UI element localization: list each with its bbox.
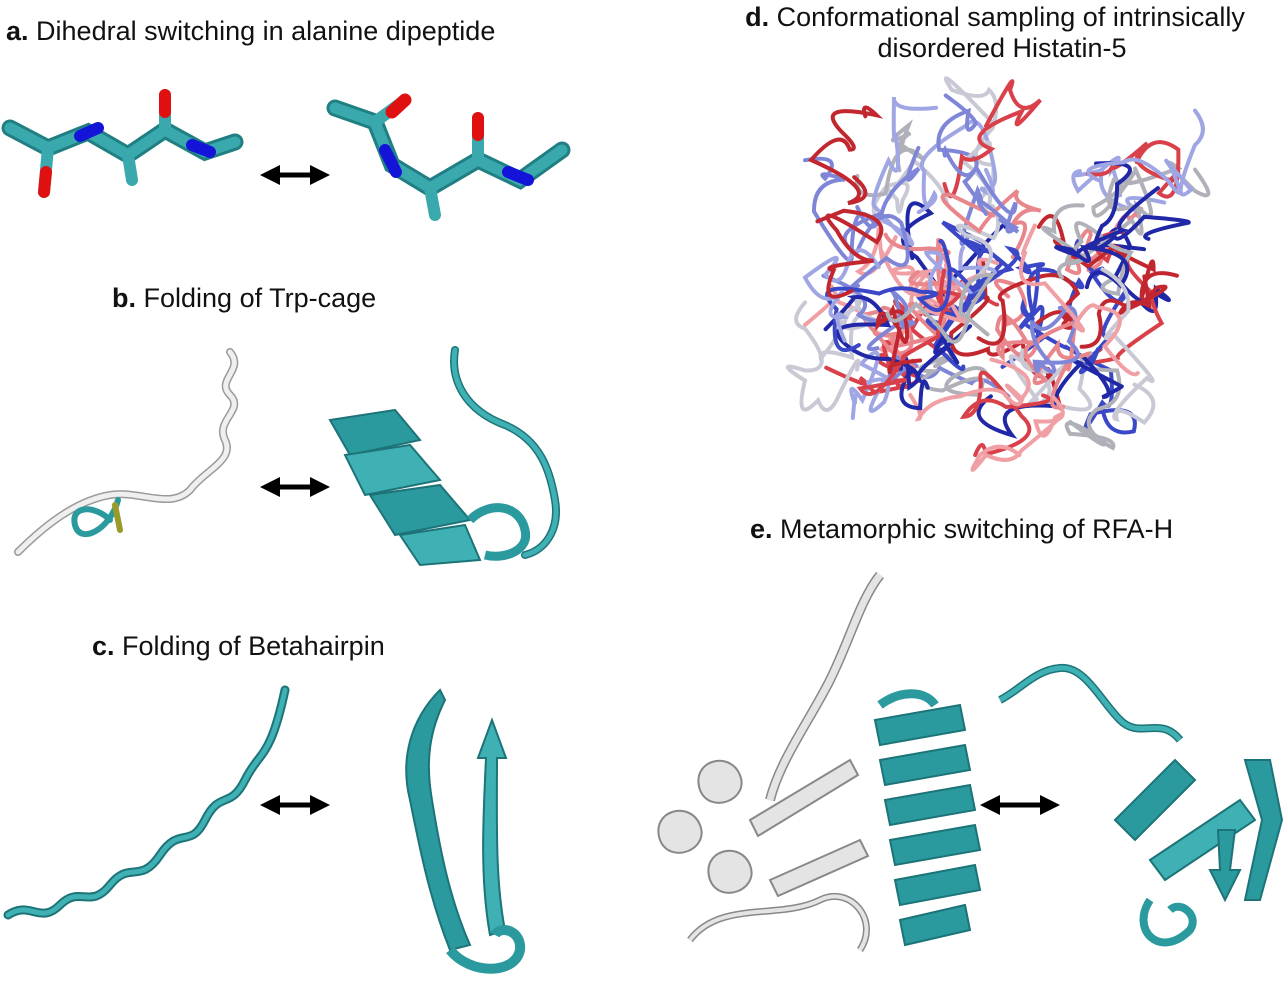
panel-a-text: Dihedral switching in alanine dipeptide (36, 16, 496, 46)
panel-b-letter: b. (112, 283, 136, 313)
ensemble-chain (942, 79, 1042, 199)
rfah-all-beta-state (998, 664, 1284, 947)
histatin-ensemble (785, 76, 1211, 472)
ensemble-chain (856, 268, 964, 396)
alanine-dipeptide-right (326, 93, 571, 221)
panel-e-letter: e. (750, 514, 773, 544)
panel-c-letter: c. (92, 631, 115, 661)
alanine-dipeptide-left (1, 89, 244, 198)
rfah-all-alpha-state (657, 571, 982, 952)
ensemble-chain (854, 119, 926, 198)
panel-a-title: a. Dihedral switching in alanine dipepti… (6, 16, 495, 47)
ensemble-chain (916, 119, 998, 215)
panel-b-title: b. Folding of Trp-cage (112, 283, 376, 314)
ensemble-chain (871, 96, 939, 247)
ensemble-chain (1086, 108, 1205, 197)
panel-d-line1: d. Conformational sampling of intrinsica… (706, 2, 1284, 33)
betahairpin-unfolded (3, 685, 290, 920)
ensemble-chain (875, 303, 923, 374)
ensemble-chain (1025, 323, 1137, 435)
ensemble-chain (785, 300, 861, 412)
ensemble-chain (803, 156, 879, 263)
panel-e-text: Metamorphic switching of RFA-H (780, 514, 1174, 544)
betahairpin-folded (405, 688, 526, 974)
ensemble-chain (936, 93, 983, 247)
ensemble-chain (802, 248, 881, 343)
ensemble-chain (1019, 223, 1140, 377)
ensemble-chain (854, 227, 943, 308)
panel-d-line2: disordered Histatin-5 (877, 33, 1127, 63)
ensemble-chain (924, 245, 997, 298)
ensemble-chain (970, 395, 1065, 472)
trp-cage-folded (328, 346, 560, 567)
panel-b-text: Folding of Trp-cage (143, 283, 377, 313)
ensemble-chain (1064, 351, 1122, 451)
ensemble-chain (949, 257, 1063, 411)
panel-d-text-1: Conformational sampling of intrinsically (776, 2, 1245, 32)
panel-c-text: Folding of Betahairpin (122, 631, 385, 661)
ensemble-chain (885, 272, 996, 344)
ensemble-chain (823, 295, 920, 392)
panel-d-title: d. Conformational sampling of intrinsica… (706, 2, 1284, 64)
ensemble-chain (1079, 274, 1168, 349)
panel-d-letter: d. (745, 2, 770, 32)
ensemble-chain (1086, 140, 1181, 199)
ensemble-chain (1029, 305, 1080, 374)
ensemble-chain (976, 354, 1124, 439)
ensemble-chain (955, 140, 1001, 281)
panel-e-title: e. Metamorphic switching of RFA-H (750, 514, 1173, 545)
ensemble-chain (1093, 161, 1191, 250)
ensemble-chain (899, 324, 973, 411)
ensemble-chain (849, 350, 890, 420)
panel-c-title: c. Folding of Betahairpin (92, 631, 385, 662)
panel-a-letter: a. (6, 16, 29, 46)
ensemble-chain (942, 144, 1020, 234)
ensemble-chain (815, 208, 884, 299)
ensemble-chain (1100, 267, 1156, 426)
ensemble-chain (807, 105, 884, 206)
trp-cage-unfolded (14, 348, 239, 556)
ensemble-chain (908, 357, 1031, 422)
